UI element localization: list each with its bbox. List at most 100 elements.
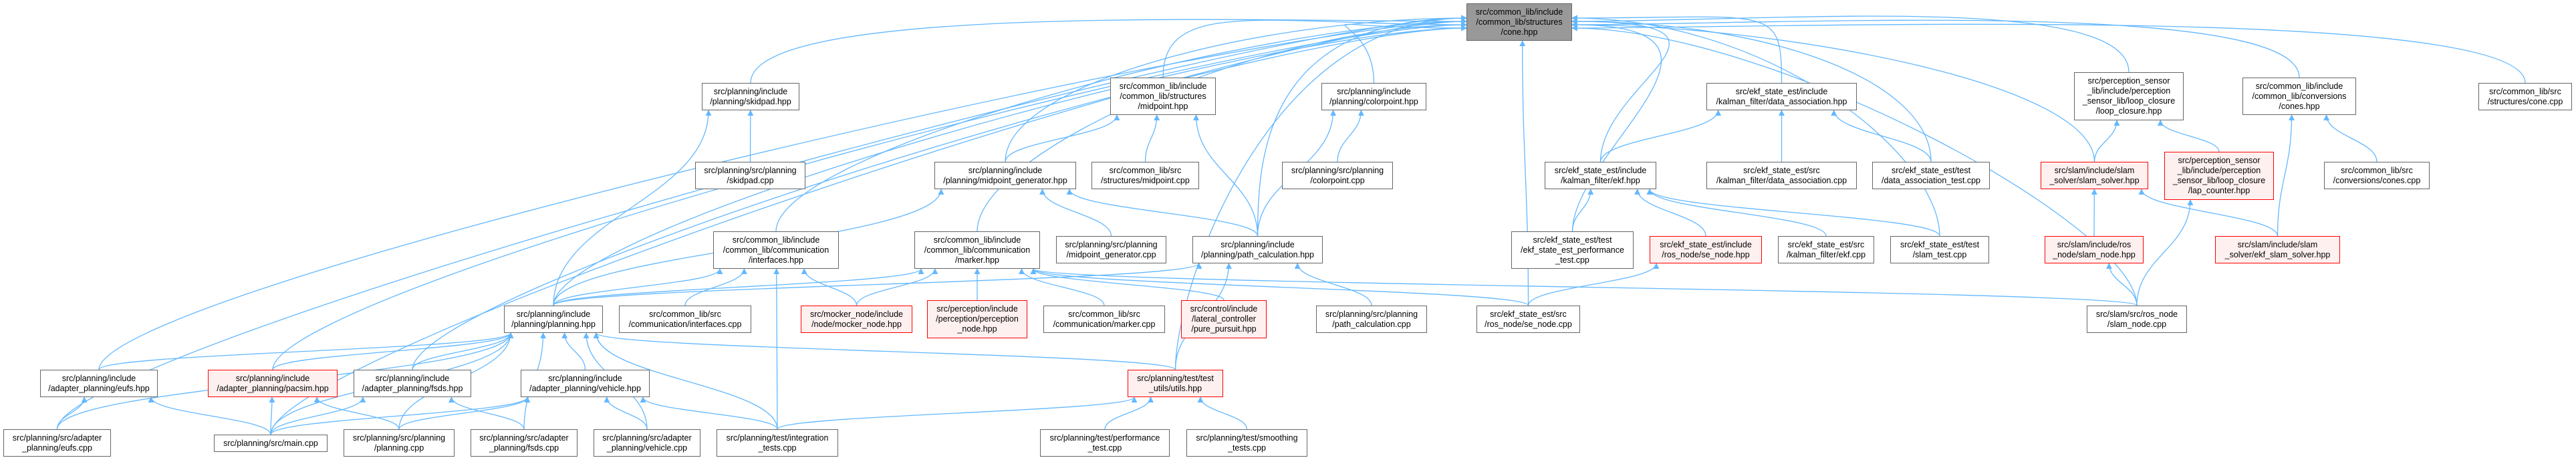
file-node-pathcalc-hpp[interactable]: src/planning/include /planning/path_calc… xyxy=(1192,236,1323,263)
file-node-utils-hpp[interactable]: src/planning/test/test _utils/utils.hpp xyxy=(1128,370,1223,397)
file-node-marker-hpp[interactable]: src/common_lib/include /common_lib/commu… xyxy=(914,231,1040,269)
dependency-edge xyxy=(1039,189,1112,237)
dependency-edge xyxy=(1571,23,2526,84)
file-node-skidpad-hpp[interactable]: src/planning/include /planning/skidpad.h… xyxy=(702,83,799,110)
file-node-colorpoint-cpp[interactable]: src/planning/src/planning /colorpoint.cp… xyxy=(1282,162,1393,189)
file-node-interfaces-hpp[interactable]: src/common_lib/include /common_lib/commu… xyxy=(713,231,839,269)
dependency-edge xyxy=(1571,18,1670,162)
dependency-edge xyxy=(553,263,1202,306)
file-node-marker-cpp[interactable]: src/common_lib/src /communication/marker… xyxy=(1043,306,1165,333)
dependency-edge xyxy=(398,396,531,430)
file-node-vehicle-cpp[interactable]: src/planning/src/adapter _planning/vehic… xyxy=(594,429,700,457)
dependency-edge xyxy=(856,268,938,306)
file-node-ekf-cpp[interactable]: src/ekf_state_est/src /kalman_filter/ekf… xyxy=(1778,236,1874,263)
dependency-edge xyxy=(1294,263,1372,306)
file-node-slam-test[interactable]: src/ekf_state_est/test /slam_test.cpp xyxy=(1890,236,1989,263)
dependency-edge xyxy=(270,396,531,435)
file-node-label: src/planning/src/adapter _planning/vehic… xyxy=(602,433,692,453)
file-node-slam-solver-hpp[interactable]: src/slam/include/slam _solver/slam_solve… xyxy=(2041,162,2148,189)
file-node-mpgen-cpp[interactable]: src/planning/src/planning /midpoint_gene… xyxy=(1056,236,1166,263)
dependency-edge xyxy=(2157,120,2220,152)
file-node-loop-hpp[interactable]: src/perception_sensor _lib/include/perce… xyxy=(2074,72,2184,120)
file-node-label: src/common_lib/include /common_lib/commu… xyxy=(723,235,829,265)
file-node-perception-hpp[interactable]: src/perception/include /perception/perce… xyxy=(927,300,1027,338)
dependency-edge xyxy=(977,21,1467,232)
file-node-se-node-hpp[interactable]: src/ekf_state_est/include /ros_node/se_n… xyxy=(1650,236,1762,263)
file-node-integ-cpp[interactable]: src/planning/test/integration _tests.cpp xyxy=(717,429,838,457)
file-node-perf-cpp[interactable]: src/planning/test/performance _test.cpp xyxy=(1040,429,1170,457)
file-node-cones-hpp[interactable]: src/common_lib/include /common_lib/conve… xyxy=(2242,78,2356,115)
file-node-interfaces-cpp[interactable]: src/common_lib/src /communication/interf… xyxy=(619,306,751,333)
file-node-label: src/common_lib/src /communication/interf… xyxy=(628,309,742,329)
file-node-eufs-cpp[interactable]: src/planning/src/adapter _planning/eufs.… xyxy=(3,429,111,457)
file-node-ekf-slam-hpp[interactable]: src/slam/include/slam _solver/ekf_slam_s… xyxy=(2215,236,2340,263)
file-node-label: src/planning/src/planning /midpoint_gene… xyxy=(1065,239,1158,259)
dependency-edge xyxy=(1571,15,1783,84)
dependency-edge xyxy=(1634,189,1706,237)
dependency-edge xyxy=(148,396,271,435)
dependency-edge xyxy=(553,110,712,306)
dependency-edge xyxy=(56,396,88,430)
dependency-edge xyxy=(1337,110,1364,162)
file-node-label: src/ekf_state_est/include /kalman_filter… xyxy=(1554,165,1647,185)
file-node-se-node-cpp[interactable]: src/ekf_state_est/src /ros_node/se_node.… xyxy=(1476,306,1580,333)
file-node-label: src/common_lib/src /structures/midpoint.… xyxy=(1101,165,1190,185)
dependency-edge xyxy=(1831,110,1932,162)
dependency-edge xyxy=(593,332,1176,370)
file-node-slam-node-hpp[interactable]: src/slam/include/ros _node/slam_node.hpp xyxy=(2045,236,2144,263)
file-node-ekf-perf[interactable]: src/ekf_state_est/test /ekf_state_est_pe… xyxy=(1511,231,1634,269)
dependency-edge xyxy=(270,396,366,435)
file-node-label: src/ekf_state_est/src /kalman_filter/dat… xyxy=(1716,165,1847,185)
dependency-edge xyxy=(1571,18,1932,162)
file-node-mocker-hpp[interactable]: src/mocker_node/include /node/mocker_nod… xyxy=(801,306,912,333)
dependency-edge xyxy=(553,268,723,306)
file-node-label: src/planning/src/adapter _planning/eufs.… xyxy=(12,433,102,453)
file-node-root: src/common_lib/include /common_lib/struc… xyxy=(1466,3,1572,41)
file-node-label: src/perception/include /perception/perce… xyxy=(936,304,1019,334)
file-node-skidpad-cpp[interactable]: src/planning/src/planning /skidpad.cpp xyxy=(695,162,805,189)
dependency-edge xyxy=(1066,189,1259,237)
file-node-label: src/planning/src/main.cpp xyxy=(223,438,318,448)
file-node-label: src/planning/test/smoothing _tests.cpp xyxy=(1196,433,1298,453)
file-node-cone-cpp[interactable]: src/common_lib/src /structures/cone.cpp xyxy=(2478,83,2572,110)
file-node-midpoint-hpp[interactable]: src/common_lib/include /common_lib/struc… xyxy=(1110,78,1216,115)
file-node-label: src/ekf_state_est/src /ros_node/se_node.… xyxy=(1485,309,1572,329)
file-node-da-cpp[interactable]: src/ekf_state_est/src /kalman_filter/dat… xyxy=(1706,162,1857,189)
file-node-pathcalc-cpp[interactable]: src/planning/src/planning /path_calculat… xyxy=(1316,306,1427,333)
dependency-edge xyxy=(272,332,514,370)
file-node-pure-pursuit-hpp[interactable]: src/control/include /lateral_controller … xyxy=(1181,300,1267,338)
file-node-midpoint-cpp[interactable]: src/common_lib/src /structures/midpoint.… xyxy=(1091,162,1199,189)
file-node-cones-cpp[interactable]: src/common_lib/src /conversions/cones.cp… xyxy=(2324,162,2430,189)
file-node-fsds-cpp[interactable]: src/planning/src/adapter _planning/fsds.… xyxy=(471,429,577,457)
file-node-label: src/slam/include/slam _solver/ekf_slam_s… xyxy=(2224,239,2331,259)
file-node-colorpoint-hpp[interactable]: src/planning/include /planning/colorpoin… xyxy=(1321,83,1426,110)
file-node-label: src/planning/include /planning/midpoint_… xyxy=(943,165,1067,185)
file-node-smooth-cpp[interactable]: src/planning/test/smoothing _tests.cpp xyxy=(1186,429,1307,457)
file-node-label: src/common_lib/include /common_lib/struc… xyxy=(1475,7,1563,37)
file-node-da-test[interactable]: src/ekf_state_est/test /data_association… xyxy=(1872,162,1990,189)
file-node-planning-hpp[interactable]: src/planning/include /planning/planning.… xyxy=(504,306,603,333)
dependency-edge xyxy=(2323,114,2377,162)
file-node-main-cpp[interactable]: src/planning/src/main.cpp xyxy=(214,435,328,452)
file-node-mpgen-hpp[interactable]: src/planning/include /planning/midpoint_… xyxy=(934,162,1076,189)
dependency-edge xyxy=(684,268,747,306)
file-node-eufs-hpp[interactable]: src/planning/include /adapter_planning/e… xyxy=(40,370,158,397)
dependency-edge xyxy=(1571,19,2300,78)
dependency-edge xyxy=(2136,199,2194,306)
file-node-vehicle-hpp[interactable]: src/planning/include /adapter_planning/v… xyxy=(521,370,650,397)
file-node-da-hpp[interactable]: src/ekf_state_est/include /kalman_filter… xyxy=(1706,83,1857,110)
file-node-label: src/planning/include /planning/planning.… xyxy=(511,309,596,329)
file-node-label: src/ekf_state_est/include /ros_node/se_n… xyxy=(1660,239,1752,259)
dependency-edge xyxy=(313,396,400,430)
file-node-slam-node-cpp[interactable]: src/slam/src/ros_node /slam_node.cpp xyxy=(2087,306,2187,333)
dependency-edge xyxy=(750,18,1467,84)
file-node-lap-hpp[interactable]: src/perception_sensor _lib/include/perce… xyxy=(2164,152,2274,200)
file-node-ekf-hpp[interactable]: src/ekf_state_est/include /kalman_filter… xyxy=(1545,162,1656,189)
dependency-edge xyxy=(1257,15,1467,237)
file-node-label: src/planning/src/planning /colorpoint.cp… xyxy=(1291,165,1384,185)
dependency-edge xyxy=(1571,25,2138,306)
file-node-pacsim-hpp[interactable]: src/planning/include /adapter_planning/p… xyxy=(208,370,338,397)
file-node-label: src/ekf_state_est/include /kalman_filter… xyxy=(1716,86,1847,106)
file-node-fsds-hpp[interactable]: src/planning/include /adapter_planning/f… xyxy=(354,370,471,397)
file-node-planning-cpp[interactable]: src/planning/src/planning /planning.cpp xyxy=(344,429,455,457)
